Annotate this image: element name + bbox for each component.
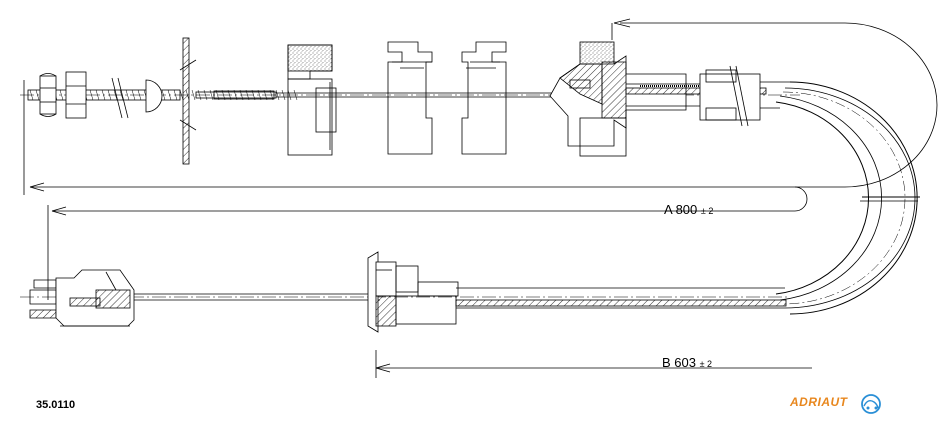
brand-name: ADRIAUT bbox=[790, 395, 848, 409]
dimension-tolerance: ± 2 bbox=[700, 359, 712, 369]
adjuster-nut-2 bbox=[65, 71, 87, 119]
clevis-fork bbox=[29, 269, 135, 327]
dimension-b-label: B 603 ± 2 bbox=[662, 355, 712, 370]
cable-centerline bbox=[20, 94, 800, 298]
sheath-ferrule bbox=[549, 41, 767, 157]
sheath-boot bbox=[699, 65, 790, 127]
sheath-u-bend bbox=[775, 81, 920, 315]
threaded-rod bbox=[27, 89, 181, 101]
adjuster-nut-1 bbox=[39, 73, 57, 117]
brand-logo-icon bbox=[861, 394, 881, 414]
part-number: 35.0110 bbox=[36, 399, 76, 411]
dimension-letter: B 603 bbox=[662, 355, 700, 370]
top-cable-assembly bbox=[27, 37, 790, 165]
bottom-cable-assembly bbox=[29, 251, 787, 333]
guide-bushing-3 bbox=[461, 41, 507, 155]
mounting-plate bbox=[179, 37, 197, 165]
dimension-a-text: A 800 ± 2 bbox=[664, 202, 713, 217]
lock-washer bbox=[145, 79, 163, 113]
dimension-a-label: A 800 ± 2 bbox=[664, 202, 713, 217]
dimension-b-text: B 603 ± 2 bbox=[662, 355, 712, 370]
guide-bushing-1 bbox=[287, 44, 337, 156]
dimension-tolerance: ± 2 bbox=[701, 206, 713, 216]
dimension-lines bbox=[23, 18, 938, 378]
bottom-ferrule bbox=[367, 251, 459, 333]
bottom-sheath bbox=[455, 287, 787, 309]
dimension-letter: A 800 bbox=[664, 202, 701, 217]
guide-bushing-2 bbox=[387, 41, 433, 155]
